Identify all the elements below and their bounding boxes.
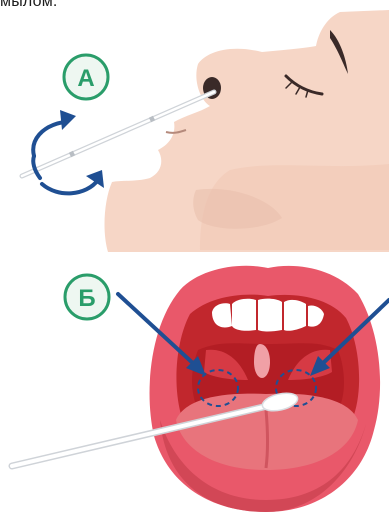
badge-a-label: А [77,65,94,92]
rotation-arrowhead-top [60,110,76,130]
tongue-groove [266,410,268,468]
nasal-swab-panel: А [22,10,389,252]
badge-a: А [64,55,108,99]
badge-b: Б [65,275,109,319]
throat-swab-panel: Б [12,266,389,512]
badge-b-label: Б [78,285,95,312]
